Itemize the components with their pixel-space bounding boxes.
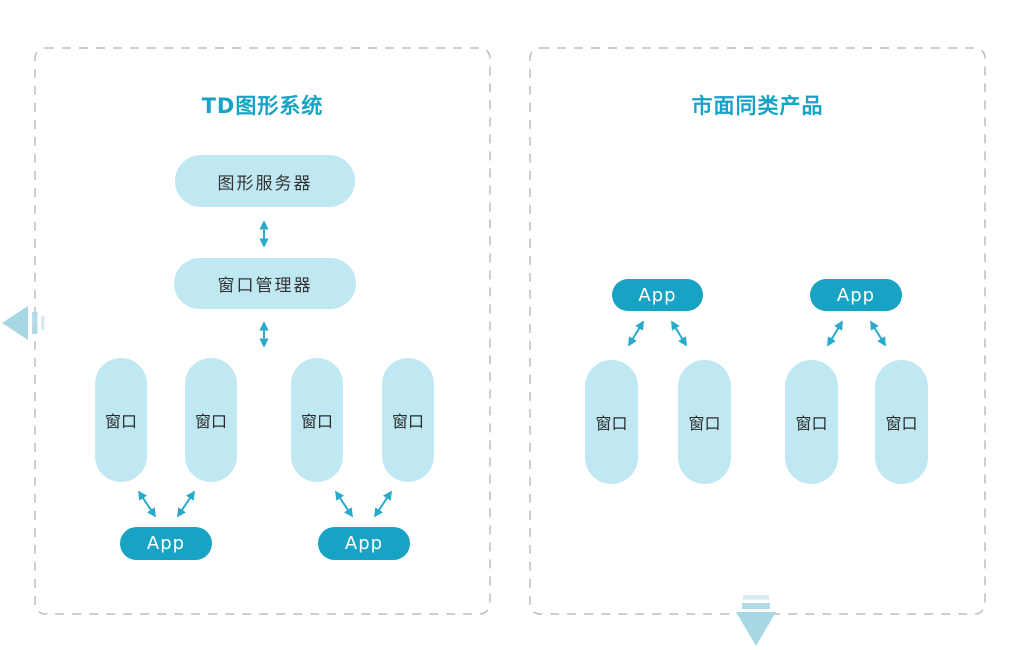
node-rapp-2: App: [810, 279, 902, 311]
node-window-1: 窗口: [95, 358, 147, 482]
left-panel-title: TD图形系统: [201, 94, 324, 119]
panel-market-products: 市面同类产品 App App 窗口 窗口 窗口 窗口: [530, 48, 985, 614]
node-rwindow-1: 窗口: [585, 360, 638, 484]
node-rwindow-3: 窗口: [785, 360, 838, 484]
node-app-1: App: [120, 527, 212, 560]
node-rwindow-2: 窗口: [678, 360, 731, 484]
node-window-manager: 窗口管理器: [174, 258, 356, 309]
right-panel-title: 市面同类产品: [691, 94, 824, 119]
node-rwindow-4: 窗口: [875, 360, 928, 484]
node-rapp-1: App: [612, 279, 703, 311]
panel-td-graphics-system: TD图形系统 图形服务器 窗口管理器 窗口 窗口 窗口 窗口 App App: [35, 48, 490, 614]
node-window-4: 窗口: [382, 358, 434, 482]
node-window-2: 窗口: [185, 358, 237, 482]
node-graphics-server: 图形服务器: [175, 155, 355, 207]
node-window-3: 窗口: [291, 358, 343, 482]
node-app-2: App: [318, 527, 410, 560]
